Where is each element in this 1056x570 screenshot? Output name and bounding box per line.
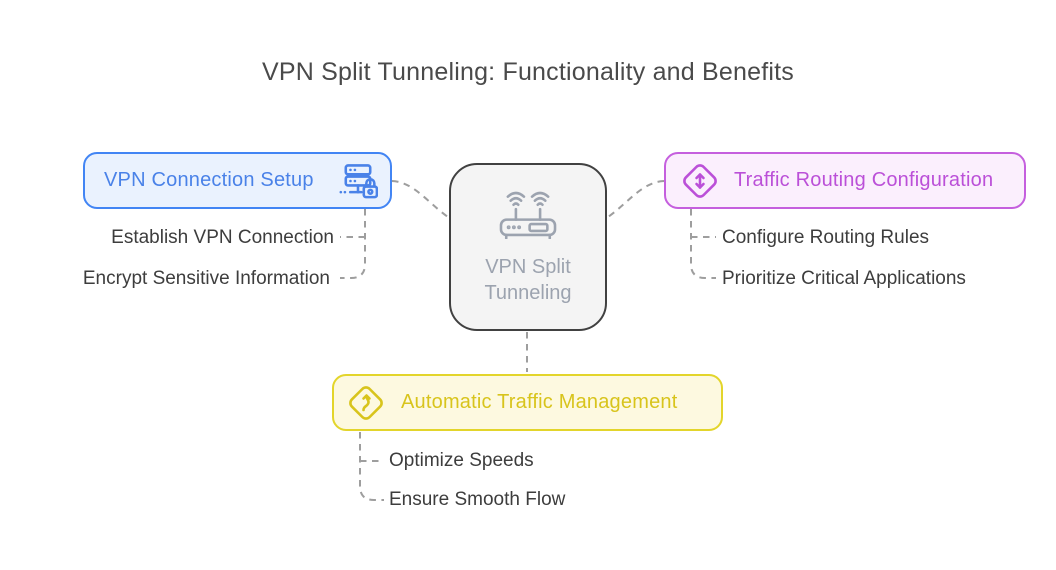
item-configure-routing-rules: Configure Routing Rules <box>722 227 930 248</box>
node-automatic-traffic-management: Automatic Traffic Management <box>332 374 723 431</box>
server-lock-icon <box>338 163 378 199</box>
connector-center-to-purple <box>607 180 665 218</box>
node-vpn-connection-setup-label: VPN Connection Setup <box>104 169 314 191</box>
diamond-updown-arrow-icon <box>678 159 722 203</box>
connector-purple-items-stem <box>690 209 716 279</box>
item-establish-vpn-connection: Establish VPN Connection <box>111 227 334 248</box>
connector-blue-to-center <box>391 180 449 218</box>
connector-blue-items-stem <box>340 209 366 279</box>
node-automatic-traffic-management-label: Automatic Traffic Management <box>401 391 678 413</box>
item-ensure-smooth-flow: Ensure Smooth Flow <box>389 489 566 510</box>
node-traffic-routing-configuration-label: Traffic Routing Configuration <box>734 169 994 191</box>
connector-yellow-items-stem <box>359 432 384 501</box>
diagram-title: VPN Split Tunneling: Functionality and B… <box>262 58 794 86</box>
center-node-label: VPN Split Tunneling <box>484 255 572 304</box>
wifi-router-icon <box>497 189 559 244</box>
item-prioritize-critical-applications: Prioritize Critical Applications <box>722 268 966 289</box>
node-traffic-routing-configuration: Traffic Routing Configuration <box>664 152 1026 209</box>
item-optimize-speeds: Optimize Speeds <box>389 450 534 471</box>
node-vpn-split-tunneling: VPN Split Tunneling <box>449 163 607 331</box>
item-encrypt-sensitive-information: Encrypt Sensitive Information <box>82 268 330 289</box>
diamond-route-icon <box>344 381 388 425</box>
node-vpn-connection-setup: VPN Connection Setup <box>83 152 392 209</box>
